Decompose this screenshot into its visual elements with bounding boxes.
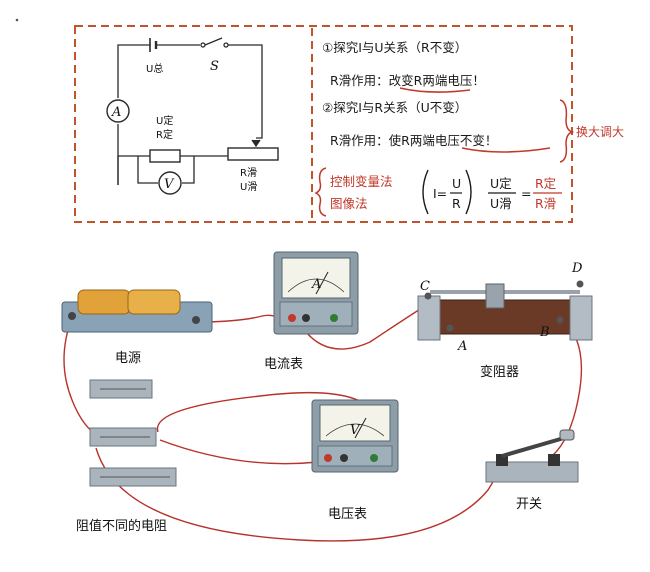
ammeter: A 电流表 bbox=[264, 251, 359, 372]
note-line-4: R滑作用：使R两端电压不变！ bbox=[330, 133, 497, 148]
ammeter-face-letter: A bbox=[311, 277, 321, 292]
note-method-2: 图像法 bbox=[330, 196, 368, 211]
ammeter-label: 电流表 bbox=[264, 357, 303, 372]
note-method-1: 控制变量法 bbox=[330, 174, 393, 189]
ratio-den-2: R滑 bbox=[535, 196, 556, 211]
voltmeter-face-letter: V bbox=[350, 423, 361, 438]
formula-numerator: U bbox=[452, 176, 461, 191]
ammeter-symbol-letter: A bbox=[111, 105, 121, 120]
label-r-slide: R滑 bbox=[240, 167, 257, 179]
ratio-den-1: U滑 bbox=[490, 196, 512, 211]
circuit-schematic bbox=[106, 37, 279, 195]
voltmeter: V 电压表 bbox=[311, 399, 399, 522]
notes: ①探究I与U关系（R不变） R滑作用：改变R两端电压！ ②探究I与R关系（U不变… bbox=[314, 40, 624, 217]
stray-dot bbox=[15, 18, 19, 22]
rheostat-label: 变阻器 bbox=[480, 364, 519, 380]
label-u-fixed: U定 bbox=[156, 114, 173, 127]
switch-label: 开关 bbox=[516, 497, 542, 512]
label-u-slide: U滑 bbox=[240, 181, 257, 193]
power-source-label: 电源 bbox=[115, 351, 141, 366]
rheostat-terminal-d: D bbox=[571, 261, 583, 276]
formula-left: I= bbox=[433, 186, 447, 201]
label-r-fixed: R定 bbox=[156, 128, 173, 141]
voltmeter-label: 电压表 bbox=[328, 507, 367, 522]
label-u-source: U总 bbox=[146, 62, 163, 75]
circuit-labels: A V U总 S U定 R定 R滑 U滑 bbox=[111, 59, 257, 193]
ratio-num-1: U定 bbox=[490, 176, 512, 191]
voltmeter-symbol-letter: V bbox=[164, 177, 175, 192]
note-line-1: ①探究I与U关系（R不变） bbox=[322, 40, 467, 55]
note-line-2: R滑作用：改变R两端电压！ bbox=[330, 73, 485, 88]
note-box bbox=[74, 25, 573, 223]
ratio-num-2: R定 bbox=[535, 176, 556, 191]
rheostat-terminal-b: B bbox=[539, 325, 550, 340]
note-line-3: ②探究I与R关系（U不变） bbox=[322, 100, 467, 115]
power-source: 电源 bbox=[61, 289, 213, 366]
rheostat-terminal-c: C bbox=[420, 279, 430, 294]
rheostat: C D A B 变阻器 bbox=[417, 261, 593, 380]
label-switch: S bbox=[210, 59, 219, 74]
resistors-label: 阻值不同的电阻 bbox=[76, 518, 167, 534]
switch: 开关 bbox=[485, 429, 579, 512]
resistors: 阻值不同的电阻 bbox=[76, 379, 177, 534]
ratio-equals: = bbox=[521, 186, 531, 201]
formula-denominator: R bbox=[452, 196, 461, 211]
note-side: 换大调大 bbox=[576, 125, 624, 139]
rheostat-terminal-a: A bbox=[457, 339, 467, 354]
